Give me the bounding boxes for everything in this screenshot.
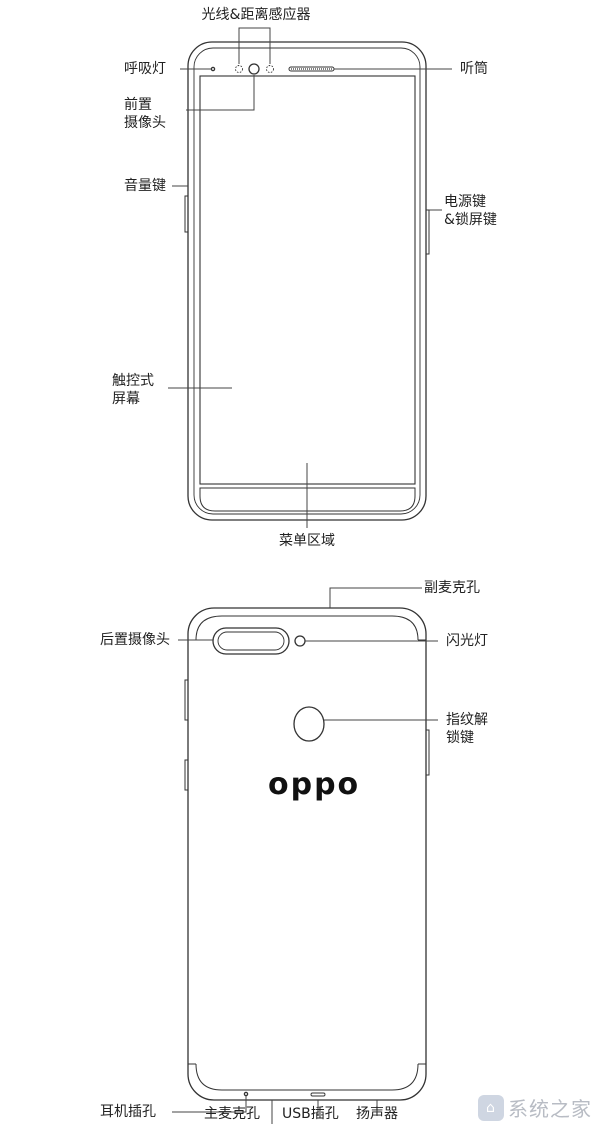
label-usb-port: USB插孔 (282, 1106, 339, 1122)
label-volume-key: 音量键 (124, 178, 166, 194)
bottom-port-usb (310, 1092, 326, 1097)
label-power-key-line1: 电源键 (444, 194, 486, 210)
rear-camera-inner (217, 631, 285, 651)
label-front-camera: 前置 摄像头 (124, 96, 166, 132)
breathing-light-dot (210, 66, 216, 72)
back-left-button-2 (184, 759, 188, 791)
label-fingerprint: 指纹解 锁键 (446, 711, 488, 747)
callout-lines (168, 27, 452, 1124)
label-touch-screen-line2: 屏幕 (112, 391, 140, 407)
oppo-logo: oppo (268, 767, 361, 802)
label-front-camera-line1: 前置 (124, 97, 152, 113)
label-power-key-line2: &锁屏键 (444, 212, 497, 228)
rear-camera-module (212, 627, 290, 655)
front-screen (199, 75, 416, 485)
sensor-left (235, 65, 243, 73)
flash-light (294, 635, 306, 647)
label-menu-area: 菜单区域 (279, 533, 335, 549)
label-rear-camera: 后置摄像头 (100, 632, 170, 648)
back-phone-body (187, 607, 427, 1101)
watermark: ⌂ 系统之家 (478, 1093, 592, 1122)
sensor-right (266, 65, 274, 73)
watermark-text: 系统之家 (508, 1097, 592, 1121)
front-camera-lens (248, 63, 260, 75)
back-left-button (184, 679, 188, 721)
watermark-house-icon: ⌂ (478, 1094, 504, 1121)
label-earpiece: 听筒 (460, 61, 488, 77)
volume-button (184, 195, 188, 233)
label-front-camera-line2: 摄像头 (124, 115, 166, 131)
fingerprint-sensor (293, 706, 325, 742)
back-top-band (195, 615, 419, 641)
label-secondary-mic: 副麦克孔 (424, 580, 480, 596)
label-touch-screen-line1: 触控式 (112, 373, 154, 389)
back-right-button (426, 729, 430, 776)
back-bottom-band (195, 1063, 419, 1091)
front-phone-body (187, 41, 427, 521)
label-flash: 闪光灯 (446, 633, 488, 649)
label-headphone-jack: 耳机插孔 (100, 1104, 156, 1120)
label-fingerprint-line2: 锁键 (446, 730, 474, 746)
label-sensor: 光线&距离感应器 (201, 7, 311, 23)
front-phone-inner (193, 47, 421, 515)
bottom-port-headphone (243, 1091, 249, 1097)
label-main-mic: 主麦克孔 (204, 1106, 260, 1122)
label-breathing-light: 呼吸灯 (124, 61, 166, 77)
label-power-key: 电源键 &锁屏键 (444, 193, 497, 229)
label-fingerprint-line1: 指纹解 (446, 712, 488, 728)
label-speaker: 扬声器 (356, 1106, 398, 1122)
power-button (426, 209, 430, 255)
label-touch-screen: 触控式 屏幕 (112, 372, 154, 408)
front-menu-area (199, 487, 416, 512)
